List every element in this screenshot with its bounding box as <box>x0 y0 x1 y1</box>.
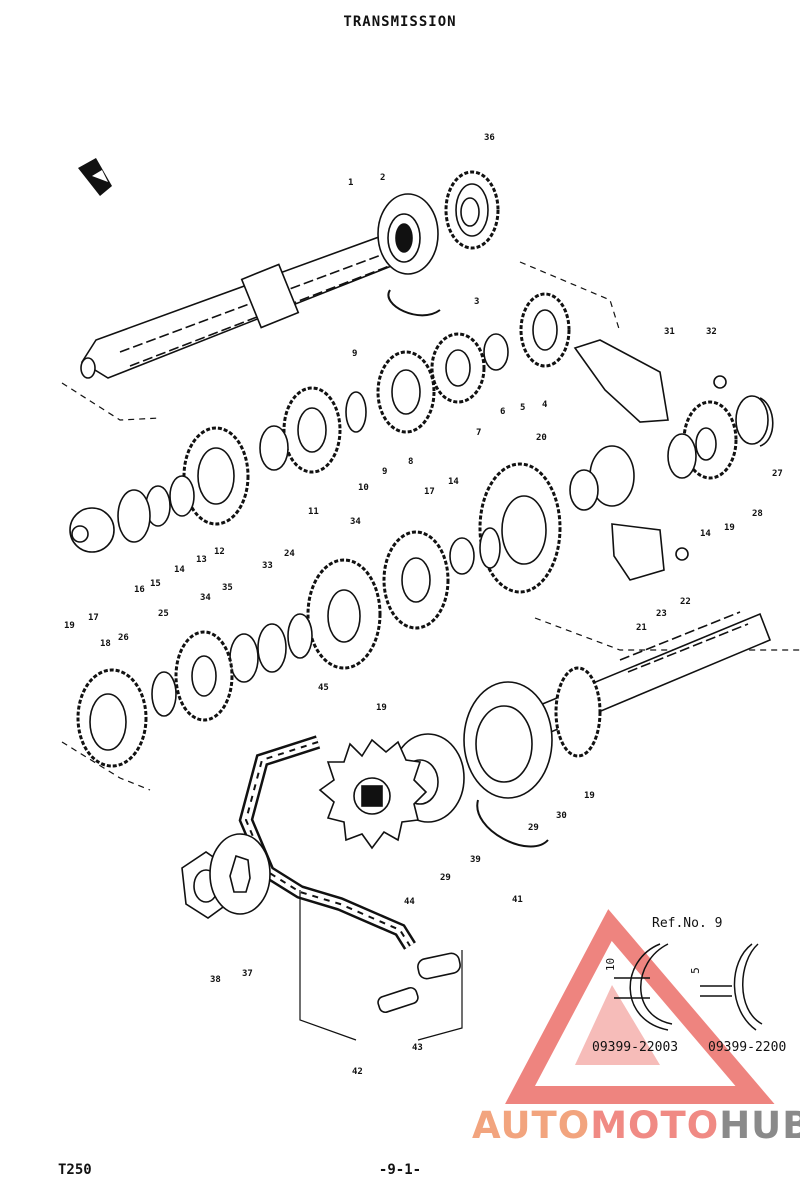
callout-label: 17 <box>424 487 435 497</box>
callout-label: 25 <box>158 609 169 619</box>
drive-sprocket <box>318 738 428 850</box>
drive-chain <box>238 735 416 950</box>
gear-36 <box>444 170 500 250</box>
callout-label: 36 <box>484 133 495 143</box>
input-shaft <box>80 220 434 379</box>
callout-label: 39 <box>470 855 481 865</box>
callout-label: 35 <box>222 583 233 593</box>
input-shaft-bearing <box>377 193 439 275</box>
callout-label: 19 <box>64 621 75 631</box>
callout-label: 21 <box>636 623 647 633</box>
page-title: TRANSMISSION <box>343 14 457 30</box>
reference-detail-drawings <box>614 943 763 1031</box>
callout-label: 30 <box>556 811 567 821</box>
callout-label: 8 <box>408 457 413 467</box>
callout-label: 12 <box>214 547 225 557</box>
watermark-word-2: MOTO <box>590 1104 720 1147</box>
shift-plate-assembly <box>573 339 774 480</box>
watermark-text: AUTOMOTOHUB <box>472 1104 800 1147</box>
watermark-word-3: HUB <box>719 1104 800 1147</box>
callout-label: 15 <box>150 579 161 589</box>
callout-label: 26 <box>118 633 129 643</box>
callout-label: 6 <box>500 407 505 417</box>
reference-title: Ref.No. 9 <box>652 916 723 931</box>
callout-label: 18 <box>100 639 111 649</box>
watermark-triangle <box>505 909 775 1104</box>
part-number-label: 09399-22003 <box>592 1040 679 1055</box>
callout-label: 19 <box>724 523 735 533</box>
callout-label: 27 <box>772 469 783 479</box>
callout-label: 24 <box>284 549 295 559</box>
model-label: T250 <box>58 1162 92 1178</box>
callout-label: 14 <box>448 477 459 487</box>
callout-label: 10 <box>358 483 369 493</box>
callout-label: 29 <box>440 873 451 883</box>
dimension-label: 10 <box>604 957 618 972</box>
callout-label: 5 <box>520 403 525 413</box>
callout-label: 20 <box>536 433 547 443</box>
callout-label: 31 <box>664 327 675 337</box>
input-gear-cluster <box>69 292 571 553</box>
callout-label: 7 <box>476 428 481 438</box>
callout-label: 13 <box>196 555 207 565</box>
sprocket-nut-washer <box>181 833 271 919</box>
countershaft <box>391 611 772 848</box>
callout-label: 28 <box>752 509 763 519</box>
callout-label: 34 <box>200 593 211 603</box>
callout-labels: 1 2 36 3 31 32 9 4 5 6 7 8 9 10 11 12 13… <box>64 133 783 1077</box>
callout-label: 44 <box>404 897 415 907</box>
callout-label: 9 <box>382 467 387 477</box>
callout-label: 4 <box>542 400 548 410</box>
dimension-label: 5 <box>688 967 702 974</box>
page-number: -9-1- <box>378 1162 422 1178</box>
callout-label: 34 <box>350 517 361 527</box>
watermark-word-1: AUTO <box>472 1104 591 1147</box>
callout-label: 41 <box>512 895 523 905</box>
chain-master-link <box>377 952 461 1014</box>
callout-label: 37 <box>242 969 253 979</box>
callout-label: 9 <box>352 349 357 359</box>
callout-label: 33 <box>262 561 273 571</box>
callout-label: 23 <box>656 609 667 619</box>
circlip-3 <box>387 289 441 317</box>
callout-label: 17 <box>88 613 99 623</box>
callout-label: 14 <box>700 529 711 539</box>
callout-label: 22 <box>680 597 691 607</box>
callout-label: 38 <box>210 975 221 985</box>
callout-label: 19 <box>376 703 387 713</box>
front-direction-arrow <box>78 158 112 196</box>
countershaft-gear-cluster <box>76 445 689 768</box>
callout-label: 3 <box>474 297 479 307</box>
callout-label: 14 <box>174 565 185 575</box>
callout-label: 32 <box>706 327 717 337</box>
part-number-label: 09399-2200 <box>708 1040 787 1055</box>
callout-label: 19 <box>584 791 595 801</box>
callout-label: 11 <box>308 507 319 517</box>
callout-label: 43 <box>412 1043 423 1053</box>
callout-label: 45 <box>318 683 329 693</box>
leader-lines <box>299 890 463 1041</box>
callout-label: 42 <box>352 1067 363 1077</box>
callout-label: 16 <box>134 585 145 595</box>
callout-label: 2 <box>380 173 385 183</box>
callout-label: 1 <box>348 178 353 188</box>
callout-label: 29 <box>528 823 539 833</box>
